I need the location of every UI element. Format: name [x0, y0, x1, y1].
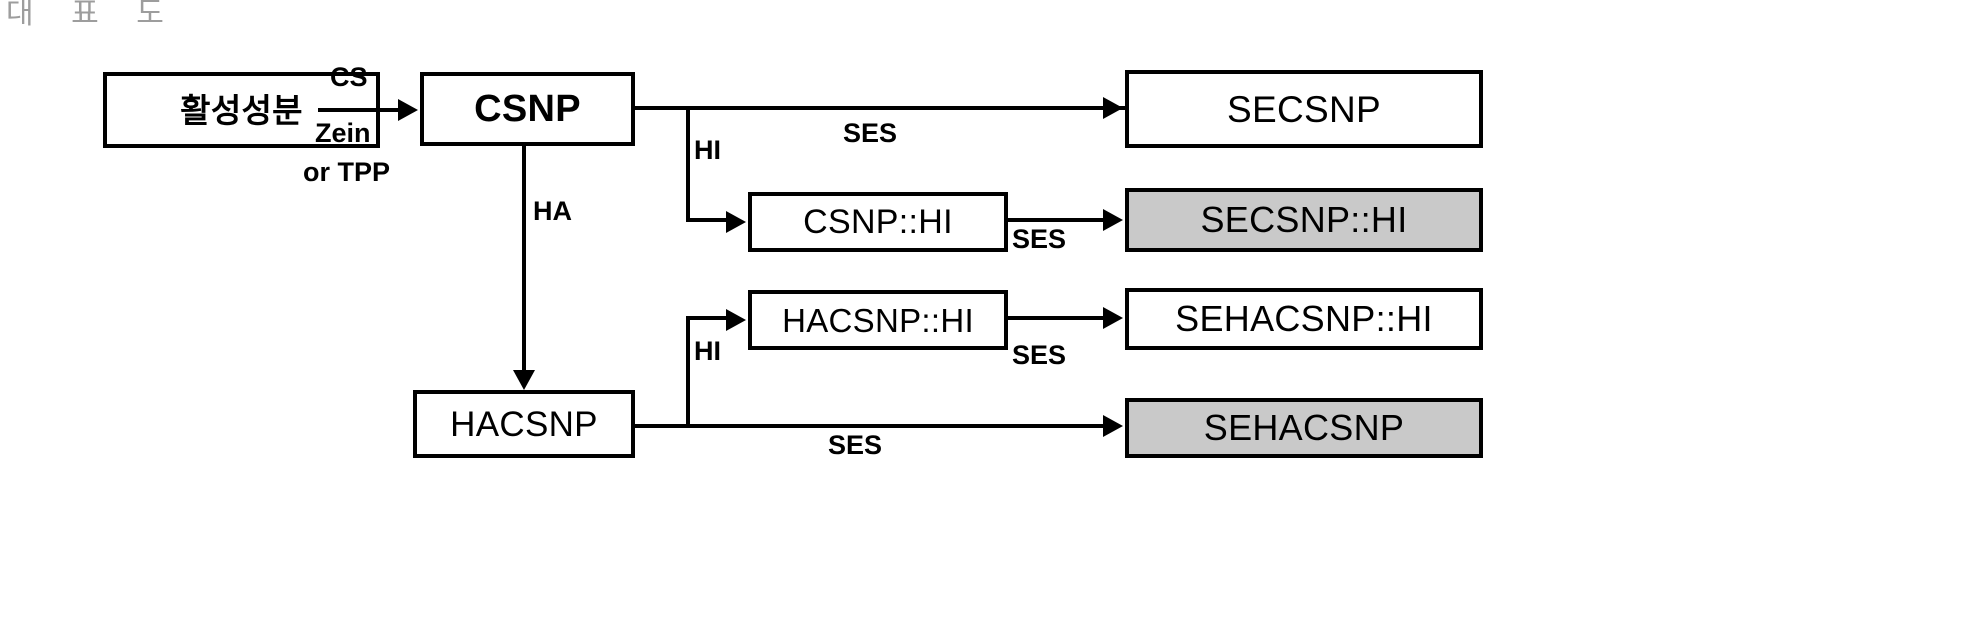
node-sehacsnp: SEHACSNP: [1125, 398, 1483, 458]
page-caption: 대 표 도: [6, 0, 178, 31]
edge-csnp-to-hacsnp: [522, 146, 526, 374]
arrowhead-csnp-to-hacsnp: [513, 370, 535, 390]
arrowhead-active-to-csnp: [398, 99, 418, 121]
edge-label-ses-top: SES: [843, 118, 898, 148]
edge-csnp-right-stub: [635, 106, 1125, 110]
edge-label-ha: HA: [533, 196, 572, 226]
node-sehacsnp-hi: SEHACSNP::HI: [1125, 288, 1483, 350]
edge-hacsnp-hi-to-sehacsnp-hi: [1008, 316, 1105, 320]
edge-label-cs: CS: [330, 62, 368, 92]
edge-csnp-branch-vertical: [686, 106, 690, 222]
edge-label-ses-bottom: SES: [828, 430, 883, 460]
edge-hacsnp-branch-horizontal: [686, 316, 728, 320]
node-csnp-hi: CSNP::HI: [748, 192, 1008, 252]
edge-label-hi-top: HI: [694, 135, 721, 165]
arrowhead-hacsnp-to-hacsnp-hi: [726, 309, 746, 331]
node-secsnp: SECSNP: [1125, 70, 1483, 148]
arrowhead-csnp-to-csnp-hi: [726, 211, 746, 233]
edge-label-or-tpp: or TPP: [303, 157, 391, 187]
edge-hacsnp-right-stub: [635, 424, 1105, 428]
arrowhead-csnp-hi-to-secsnp-hi: [1103, 209, 1123, 231]
arrowhead-csnp-to-secsnp: [1103, 97, 1123, 119]
edge-label-hi-bottom: HI: [694, 336, 721, 366]
edge-active-to-csnp-2: [318, 108, 400, 112]
node-hacsnp-hi: HACSNP::HI: [748, 290, 1008, 350]
edge-label-ses-hacsnp-hi: SES: [1012, 340, 1067, 370]
arrowhead-hacsnp-to-sehacsnp: [1103, 415, 1123, 437]
edge-label-zein: Zein: [315, 118, 371, 148]
arrowhead-hacsnp-hi-to-sehacsnp-hi: [1103, 307, 1123, 329]
node-hacsnp: HACSNP: [413, 390, 635, 458]
edge-csnp-hi-to-secsnp-hi: [1008, 218, 1105, 222]
edge-csnp-branch-horizontal: [686, 218, 728, 222]
edge-label-ses-mid: SES: [1012, 224, 1067, 254]
edge-hacsnp-branch-vertical: [686, 316, 690, 426]
node-secsnp-hi: SECSNP::HI: [1125, 188, 1483, 252]
node-csnp: CSNP: [420, 72, 635, 146]
